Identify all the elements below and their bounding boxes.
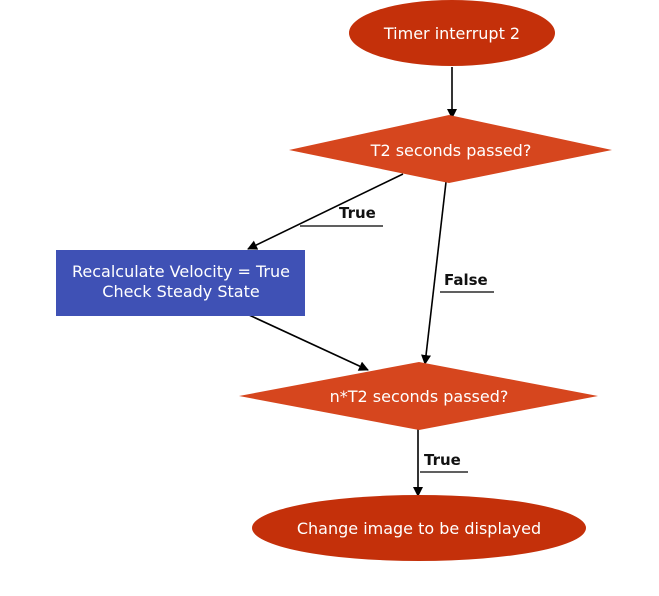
decision1-node: T2 seconds passed? <box>289 115 612 183</box>
decision2-label: n*T2 seconds passed? <box>330 387 509 406</box>
start-node: Timer interrupt 2 <box>349 0 555 66</box>
decision2-shape <box>239 362 598 430</box>
end-node-label: Change image to be displayed <box>297 519 541 538</box>
decision1-shape <box>289 115 612 183</box>
decision1-label: T2 seconds passed? <box>370 141 532 160</box>
edge-process-to-decision2 <box>248 314 369 371</box>
process-shape <box>56 250 305 316</box>
decision2-node: n*T2 seconds passed? <box>239 362 598 430</box>
end-node-shape <box>252 495 586 561</box>
start-node-label: Timer interrupt 2 <box>383 24 520 43</box>
process-label-line2: Check Steady State <box>102 282 259 301</box>
edge-decision1-to-process <box>247 173 404 250</box>
edge-decision1-to-decision2 <box>421 181 447 365</box>
start-node-shape <box>349 0 555 66</box>
process-label-line1: Recalculate Velocity = True <box>72 262 290 281</box>
process-node: Recalculate Velocity = True Check Steady… <box>56 250 305 316</box>
edge-label-true-1: True <box>339 204 376 222</box>
edge-label-false: False <box>444 271 488 289</box>
end-node: Change image to be displayed <box>252 495 586 561</box>
edge-label-true-2: True <box>424 451 461 469</box>
